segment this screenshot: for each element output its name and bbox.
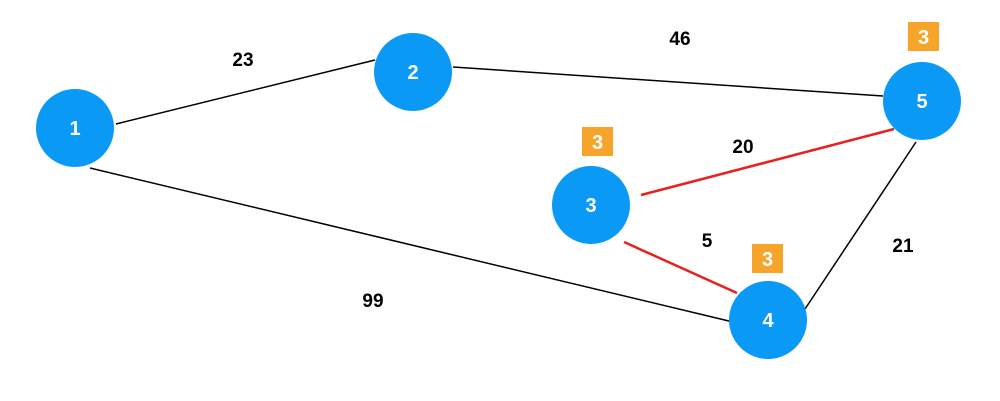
edge-weight-3-4: 5 [702,231,713,252]
node-4[interactable]: 4 [729,281,807,359]
edge-weight-4-5: 21 [892,236,914,257]
badge-node-5-text: 3 [918,27,929,49]
edge-weight-3-5: 20 [732,137,753,158]
badge-node-4: 3 [752,244,783,273]
edge-weight-1-4: 99 [362,291,383,312]
node-1[interactable]: 1 [36,89,114,167]
badge-node-5: 3 [908,22,939,51]
edge-2-5 [452,66,884,97]
badge-node-3-text: 3 [592,132,603,154]
edge-weight-2-5: 46 [669,29,690,50]
node-3[interactable]: 3 [552,166,630,244]
edge-3-4 [623,240,738,295]
node-1-label: 1 [69,118,80,140]
node-5[interactable]: 5 [883,62,961,140]
node-2-label: 2 [407,62,418,84]
node-3-label: 3 [585,195,596,217]
edge-4-5 [804,141,917,310]
edge-3-5 [640,127,895,197]
node-2[interactable]: 2 [374,33,452,111]
node-4-label: 4 [762,310,774,332]
node-5-label: 5 [916,91,927,113]
edge-1-2 [115,59,376,125]
edge-weight-1-2: 23 [232,50,253,71]
badge-node-4-text: 3 [762,249,773,271]
edge-1-4 [89,167,734,323]
badge-node-3: 3 [582,127,613,156]
